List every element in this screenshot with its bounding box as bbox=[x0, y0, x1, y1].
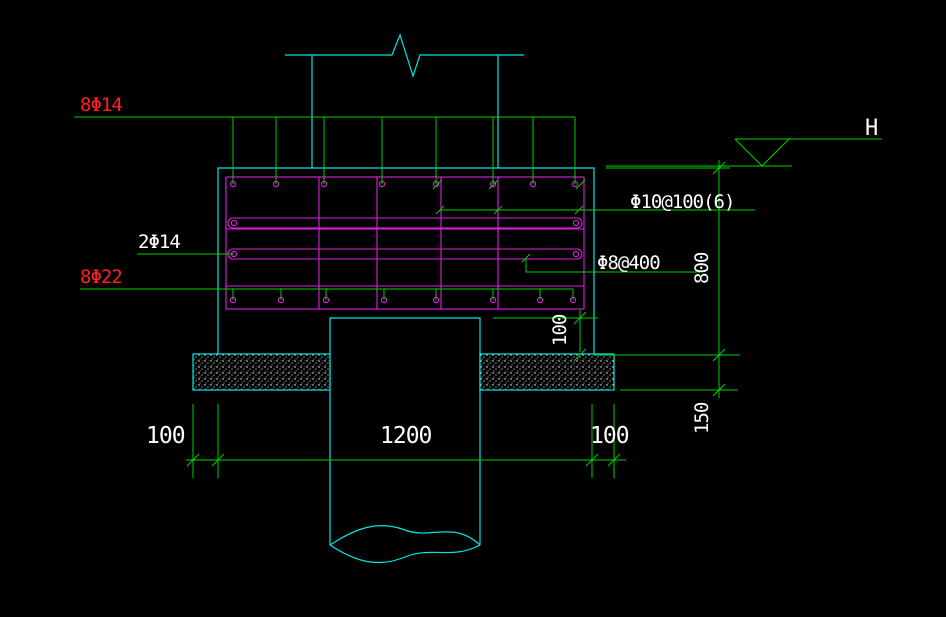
top-bars-label: 8Φ14 bbox=[80, 94, 122, 116]
tie-bars-label: Φ8@400 bbox=[597, 252, 660, 274]
dimension-lines bbox=[186, 138, 882, 478]
bottom-bars-label: 8Φ22 bbox=[80, 266, 122, 288]
cushion-left bbox=[192, 353, 331, 391]
stirrups-label: Φ10@100(6) bbox=[630, 191, 734, 213]
column-break bbox=[285, 33, 524, 168]
elevation-mark: H bbox=[865, 116, 878, 141]
cushion-right bbox=[479, 353, 615, 391]
cap-beam-outline bbox=[217, 167, 595, 355]
leader-lines bbox=[74, 116, 755, 300]
cushion-thickness-dimension: 150 bbox=[691, 402, 713, 434]
left-offset-dimension: 100 bbox=[146, 423, 185, 449]
pile-diameter-dimension: 1200 bbox=[380, 423, 432, 449]
beam-height-dimension: 800 bbox=[691, 252, 713, 284]
right-offset-dimension: 100 bbox=[590, 423, 629, 449]
cover-dimension: 100 bbox=[549, 314, 571, 346]
pile bbox=[329, 317, 481, 564]
side-bars-label: 2Φ14 bbox=[138, 231, 180, 253]
